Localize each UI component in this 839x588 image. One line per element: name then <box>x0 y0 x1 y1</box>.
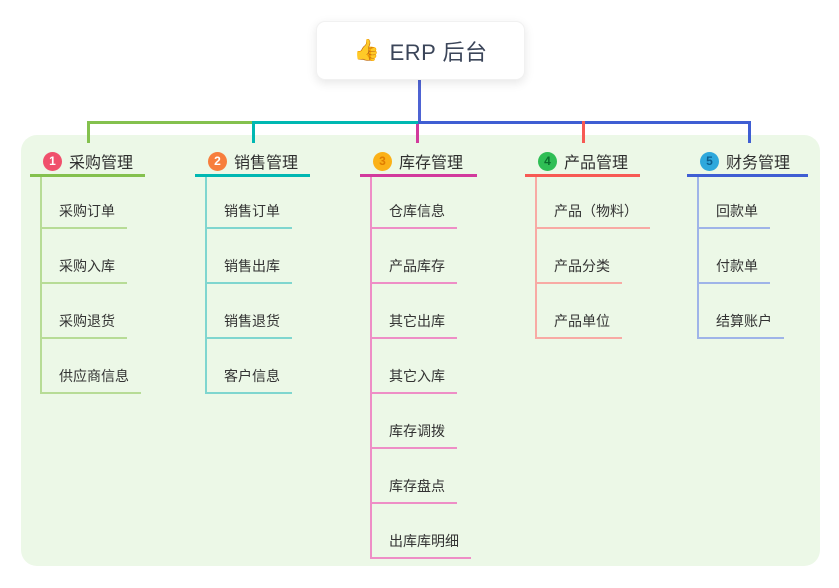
child-row: 付款单 <box>699 229 808 284</box>
child-row: 库存调拨 <box>372 394 477 449</box>
branch-header-5[interactable]: 5 财务管理 <box>687 148 808 177</box>
child-row: 销售订单 <box>207 177 310 229</box>
child-node[interactable]: 供应商信息 <box>42 366 141 394</box>
branch-children: 销售订单销售出库销售退货客户信息 <box>205 177 310 394</box>
branch-3: 3 库存管理仓库信息产品库存其它出库其它入库库存调拨库存盘点出库库明细 <box>360 148 477 559</box>
root-title: ERP 后台 <box>389 39 488 65</box>
branch-1: 1 采购管理采购订单采购入库采购退货供应商信息 <box>30 148 145 394</box>
connector-segment <box>416 124 419 143</box>
branch-title: 采购管理 <box>69 155 134 172</box>
branches-panel <box>21 135 820 566</box>
branch-title: 财务管理 <box>726 155 791 172</box>
child-node[interactable]: 库存调拨 <box>372 421 457 449</box>
root-connector <box>418 79 421 124</box>
number-badge: 3 <box>373 151 392 171</box>
child-node[interactable]: 销售订单 <box>207 201 292 229</box>
child-node[interactable]: 出库库明细 <box>372 531 471 559</box>
branch-2: 2 销售管理销售订单销售出库销售退货客户信息 <box>195 148 310 394</box>
child-node[interactable]: 销售退货 <box>207 311 292 339</box>
child-node[interactable]: 付款单 <box>699 256 770 284</box>
connector-segment <box>252 121 255 143</box>
child-row: 产品库存 <box>372 229 477 284</box>
child-row: 采购入库 <box>42 229 145 284</box>
root-node[interactable]: 👍 ERP 后台 <box>316 21 525 80</box>
connector-segment <box>748 121 751 143</box>
child-node[interactable]: 产品分类 <box>537 256 622 284</box>
child-row: 仓库信息 <box>372 177 477 229</box>
branch-title: 产品管理 <box>564 155 629 172</box>
child-node[interactable]: 产品库存 <box>372 256 457 284</box>
branch-title: 库存管理 <box>399 155 464 172</box>
branch-header-1[interactable]: 1 采购管理 <box>30 148 145 177</box>
child-node[interactable]: 库存盘点 <box>372 476 457 504</box>
branch-header-3[interactable]: 3 库存管理 <box>360 148 477 177</box>
child-row: 采购退货 <box>42 284 145 339</box>
child-row: 采购订单 <box>42 177 145 229</box>
number-badge: 1 <box>43 151 62 171</box>
child-row: 其它入库 <box>372 339 477 394</box>
branch-children: 采购订单采购入库采购退货供应商信息 <box>40 177 145 394</box>
child-row: 产品单位 <box>537 284 640 339</box>
branch-5: 5 财务管理回款单付款单结算账户 <box>687 148 808 339</box>
connector-segment <box>87 121 90 143</box>
number-badge: 2 <box>208 151 227 171</box>
child-node[interactable]: 客户信息 <box>207 366 292 394</box>
child-node[interactable]: 产品（物料） <box>537 201 650 229</box>
branch-children: 产品（物料） 产品分类产品单位 <box>535 177 650 339</box>
connector-segment <box>582 121 585 143</box>
child-node[interactable]: 采购订单 <box>42 201 127 229</box>
branch-title: 销售管理 <box>234 155 299 172</box>
child-row: 回款单 <box>699 177 808 229</box>
child-node[interactable]: 采购退货 <box>42 311 127 339</box>
child-row: 产品分类 <box>537 229 640 284</box>
branch-children: 回款单付款单结算账户 <box>697 177 808 339</box>
child-row: 销售退货 <box>207 284 310 339</box>
branch-header-4[interactable]: 4 产品管理 <box>525 148 640 177</box>
child-node[interactable]: 仓库信息 <box>372 201 457 229</box>
child-row: 供应商信息 <box>42 339 145 394</box>
child-row: 客户信息 <box>207 339 310 394</box>
branch-header-2[interactable]: 2 销售管理 <box>195 148 310 177</box>
connector-segment <box>87 121 255 124</box>
child-row: 出库库明细 <box>372 504 477 559</box>
child-row: 结算账户 <box>699 284 808 339</box>
child-row: 其它出库 <box>372 284 477 339</box>
child-node[interactable]: 采购入库 <box>42 256 127 284</box>
child-row: 销售出库 <box>207 229 310 284</box>
number-badge: 4 <box>538 151 557 171</box>
child-node[interactable]: 其它入库 <box>372 366 457 394</box>
child-node[interactable]: 销售出库 <box>207 256 292 284</box>
branch-children: 仓库信息产品库存其它出库其它入库库存调拨库存盘点出库库明细 <box>370 177 477 559</box>
branch-4: 4 产品管理产品（物料） 产品分类产品单位 <box>525 148 650 339</box>
child-node[interactable]: 结算账户 <box>699 311 784 339</box>
child-node[interactable]: 回款单 <box>699 201 770 229</box>
child-row: 库存盘点 <box>372 449 477 504</box>
child-node[interactable]: 产品单位 <box>537 311 622 339</box>
number-badge: 5 <box>700 151 719 171</box>
child-node[interactable]: 其它出库 <box>372 311 457 339</box>
thumbs-up-icon: 👍 <box>353 39 380 62</box>
child-row: 产品（物料） <box>537 177 650 229</box>
connector-segment <box>253 121 419 124</box>
